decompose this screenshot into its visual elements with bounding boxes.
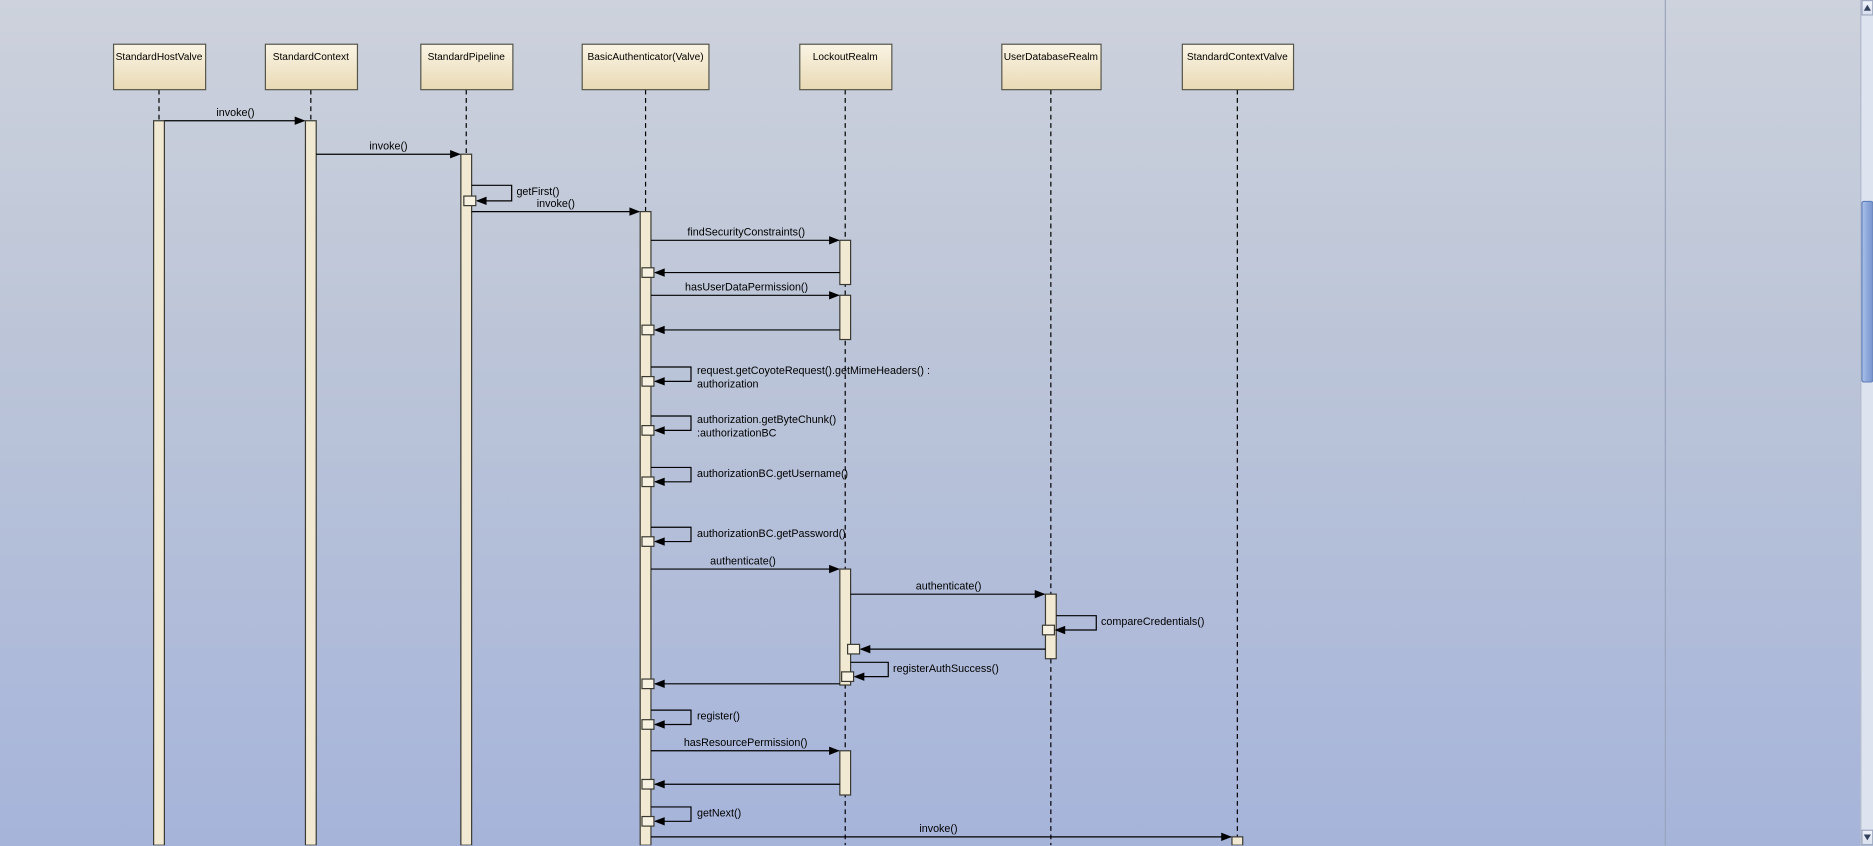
message-label[interactable]: authenticate(): [710, 555, 776, 567]
message-label[interactable]: invoke(): [919, 823, 957, 835]
actor-label: StandardPipeline: [428, 52, 506, 63]
message-label[interactable]: request.getCoyoteRequest().getMimeHeader…: [697, 365, 930, 377]
actor-box[interactable]: [1181, 43, 1295, 91]
message-label[interactable]: hasUserDataPermission(): [685, 282, 808, 294]
arrowhead-left-icon: [653, 477, 665, 486]
scroll-down-icon: [1863, 834, 1871, 841]
arrowhead-left-icon: [653, 377, 665, 386]
message-label[interactable]: authorizationBC.getPassword(): [697, 528, 846, 540]
message-label[interactable]: getNext(): [697, 808, 741, 820]
activation-marker: [641, 719, 655, 730]
actor-label: BasicAuthenticator(Valve): [588, 52, 704, 63]
activation-marker: [847, 643, 861, 655]
actor-label: LockoutRealm: [813, 52, 878, 63]
actor-box[interactable]: [1001, 43, 1102, 91]
message-label[interactable]: authenticate(): [916, 580, 982, 592]
arrowhead-left-icon: [475, 196, 487, 206]
activation-bar[interactable]: [839, 750, 852, 796]
arrowhead-right-icon: [829, 236, 840, 245]
arrowhead-right-icon: [1034, 589, 1046, 599]
activation-marker: [641, 476, 655, 488]
activation-bar[interactable]: [304, 120, 317, 846]
self-message-line[interactable]: [1055, 615, 1097, 631]
message-label[interactable]: hasResourcePermission(): [684, 737, 808, 749]
arrowhead-left-icon: [653, 780, 665, 789]
arrowhead-right-icon: [829, 564, 840, 574]
vertical-scrollbar[interactable]: [1860, 0, 1873, 846]
activation-bar[interactable]: [839, 239, 852, 286]
message-label[interactable]: invoke(): [537, 198, 575, 210]
message-label[interactable]: invoke(): [369, 140, 407, 152]
arrowhead-left-icon: [653, 679, 665, 689]
activation-marker: [463, 195, 477, 207]
scroll-up-icon: [1863, 4, 1871, 11]
message-label[interactable]: compareCredentials(): [1101, 616, 1204, 628]
activation-marker: [641, 678, 655, 690]
message-label[interactable]: :authorizationBC: [697, 427, 777, 439]
actor-label: StandardHostValve: [116, 52, 203, 63]
arrowhead-right-icon: [829, 291, 840, 300]
message-label[interactable]: register(): [697, 711, 740, 723]
actor-label: StandardContext: [273, 52, 349, 63]
activation-marker: [641, 425, 655, 436]
activation-marker: [641, 778, 655, 790]
activation-bar[interactable]: [460, 153, 473, 846]
actor-box[interactable]: [264, 43, 359, 91]
actor-label: UserDatabaseRealm: [1004, 52, 1098, 63]
message-label[interactable]: findSecurityConstraints(): [687, 227, 805, 239]
message-label[interactable]: invoke(): [216, 107, 254, 119]
activation-marker: [641, 375, 655, 387]
self-message-line[interactable]: [650, 526, 692, 543]
actor-box[interactable]: [581, 43, 710, 91]
activation-marker: [841, 671, 855, 683]
arrowhead-left-icon: [653, 426, 665, 435]
scrollbar-thumb[interactable]: [1861, 200, 1873, 383]
arrowhead-right-icon: [629, 207, 641, 216]
arrowhead-left-icon: [653, 537, 665, 546]
arrowhead-left-icon: [859, 644, 871, 654]
self-message-line[interactable]: [650, 466, 692, 483]
message-label[interactable]: authorization: [697, 378, 759, 390]
self-message-line[interactable]: [650, 709, 692, 726]
actor-box[interactable]: [420, 43, 514, 91]
message-label[interactable]: registerAuthSuccess(): [893, 663, 999, 675]
arrowhead-right-icon: [829, 746, 840, 755]
self-message-line[interactable]: [650, 806, 692, 822]
activation-bar[interactable]: [639, 211, 652, 846]
arrowhead-left-icon: [653, 268, 665, 277]
self-message-line[interactable]: [471, 184, 513, 202]
activation-marker: [641, 324, 655, 336]
scrollbar-down-button[interactable]: [1861, 829, 1873, 846]
actor-box[interactable]: [799, 43, 893, 91]
self-message-line[interactable]: [850, 661, 889, 678]
actor-box[interactable]: [112, 43, 207, 91]
self-message-line[interactable]: [650, 415, 692, 431]
activation-bar[interactable]: [839, 294, 852, 341]
activation-bar[interactable]: [839, 568, 852, 686]
arrowhead-left-icon: [653, 720, 665, 729]
activation-bar[interactable]: [153, 120, 165, 846]
arrowhead-left-icon: [653, 817, 665, 826]
message-label[interactable]: authorization.getByteChunk(): [697, 414, 836, 426]
activation-marker: [641, 815, 655, 827]
message-label[interactable]: getFirst(): [516, 186, 559, 198]
arrowhead-left-icon: [1054, 625, 1066, 635]
arrowhead-right-icon: [294, 116, 306, 125]
activation-bar[interactable]: [1231, 836, 1244, 846]
message-label[interactable]: authorizationBC.getUsername(): [697, 468, 848, 480]
arrowhead-left-icon: [853, 672, 865, 681]
self-message-line[interactable]: [650, 366, 692, 382]
actor-label: StandardContextValve: [1187, 52, 1288, 63]
activation-marker: [1041, 624, 1056, 636]
activation-marker: [641, 536, 655, 547]
scrollbar-up-button[interactable]: [1861, 0, 1873, 16]
activation-marker: [641, 267, 655, 278]
arrowhead-right-icon: [450, 150, 461, 159]
arrowhead-left-icon: [653, 325, 665, 335]
arrowhead-right-icon: [1221, 832, 1232, 842]
